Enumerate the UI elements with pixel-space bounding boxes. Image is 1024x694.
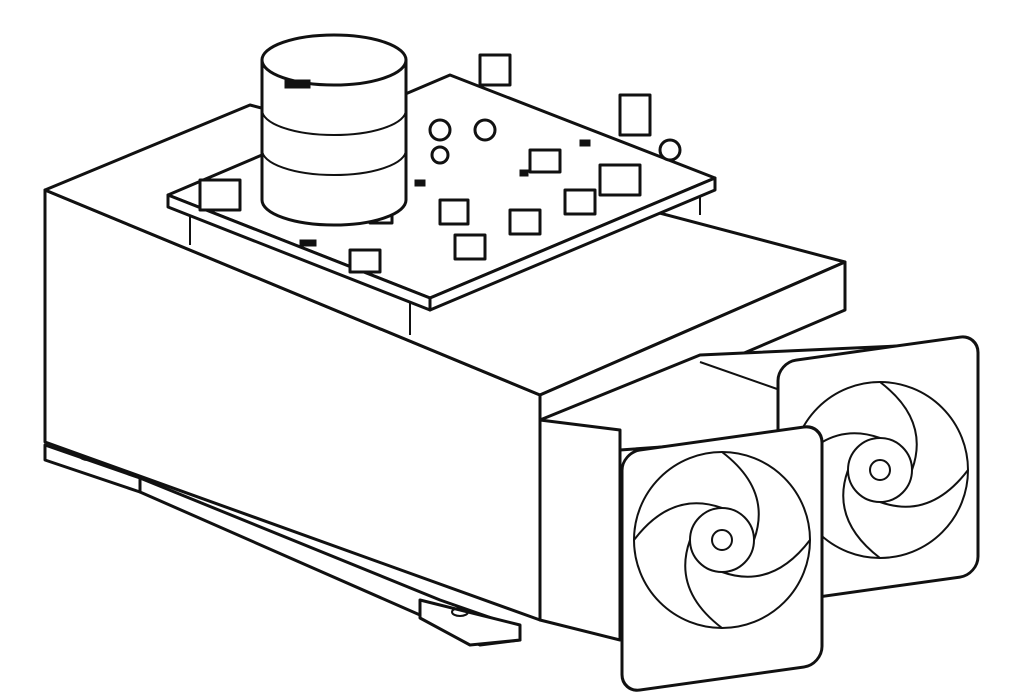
fan-front: [620, 425, 824, 692]
base-plate: [43, 443, 522, 647]
capacitor: [260, 33, 408, 227]
circuit-board: [166, 53, 717, 335]
fan-rear: [776, 335, 980, 602]
